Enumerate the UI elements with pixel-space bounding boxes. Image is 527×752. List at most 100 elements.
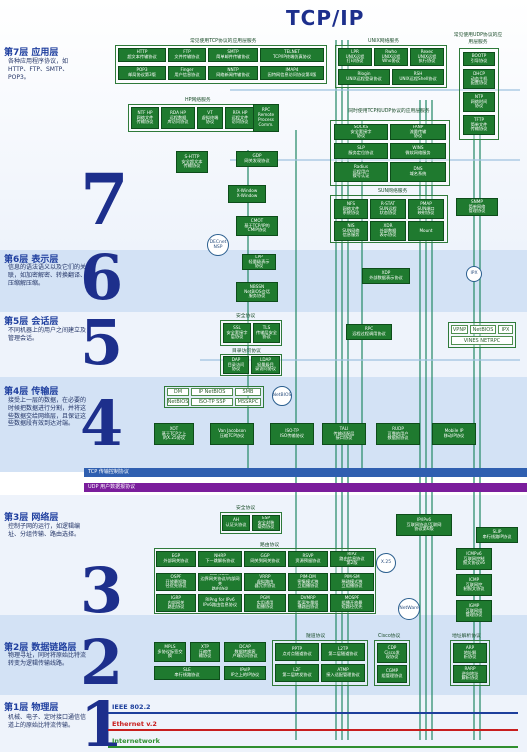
proto-vt[interactable]: VT 虚拟终端 协议 [197,107,223,129]
proto-nhrp[interactable]: NHRP 下一跳解析协议 [198,551,242,567]
proto-telnet[interactable]: TELNET TCP/IP终端仿真协议 [260,48,324,62]
proto-ldap[interactable]: LDAP 轻量级目 录访问协议 [251,356,280,374]
proto-ripng[interactable]: RIPng for IPv6 IPv6路由信息协议 [198,594,242,612]
proto-mospf[interactable]: MOSPF 组播开放最 短路径优先 [330,594,374,612]
proto-ipipv6[interactable]: IP/IPv6 互联网协议/互联网 协议第6版 [396,514,452,536]
proto-tftp[interactable]: TFTP 简单文件 传输协议 [463,115,495,135]
proto-xdp[interactable]: XDP 外部数据表示协议 [362,268,410,284]
circle-x25[interactable]: X.25 [376,553,396,573]
proto-rda[interactable]: RDA HP 远程数据 库访问协议 [161,107,195,129]
proto-rsh[interactable]: RSH UNIX远程Shell协议 [392,69,444,85]
proto-rstat[interactable]: R-STAT SUN远程 状态协议 [370,199,406,219]
proto-socks[interactable]: SOCKS 安全套接字 协议 [334,124,388,140]
proto-ntp[interactable]: NTP 网络时间 协议 [463,92,495,112]
proto-icmpv6[interactable]: ICMPv6 互联网控制 报文协议v6 [456,548,492,570]
proto-ggp[interactable]: GGP 网关到网关协议 [244,551,286,567]
proto-slip[interactable]: SLIP 串行线路IP协议 [476,527,518,543]
proto-vines-netrpc[interactable]: VINES NETRPC [451,336,513,345]
proto-pop3[interactable]: POP3 邮局协议第3版 [118,66,166,80]
proto-pimdm[interactable]: PIM-DM 密集模式独 立组播协议 [288,573,328,591]
proto-ssl[interactable]: SSL 安全套接字 层协议 [223,323,251,343]
proto-smb[interactable]: SMB [235,388,261,396]
proto-http[interactable]: HTTP 超文本传输协议 [118,48,166,62]
proto-ftp[interactable]: FTP 文件传输协议 [168,48,206,62]
proto-xdr-sun[interactable]: XDR 外部数据 表示协议 [370,221,406,241]
proto-pmap[interactable]: PMAP SUN端口 映射协议 [408,199,444,219]
proto-lpp[interactable]: LPP 轻量级表示 协议 [242,254,276,270]
proto-igrp[interactable]: IGRP 内部网关 路由协议 [156,594,196,612]
proto-mpls[interactable]: MPLS 多协议标签交换 [154,642,186,662]
proto-rwho[interactable]: Rwho UNIX远程 Who协议 [374,48,408,66]
proto-dvmrp[interactable]: DVMRP 距离矢量组 播路由协议 [288,594,328,612]
proto-ipnetbios[interactable]: IP NetBIOS [191,388,233,396]
proto-rsvp[interactable]: RSVP 资源预留协议 [288,551,328,567]
proto-rexec[interactable]: Rexec UNIX远程 执行协议 [410,48,444,66]
proto-ospf[interactable]: OSPF 开放最短路 径优先协议 [156,573,196,591]
proto-wins[interactable]: WINS 微软网络服务 [390,143,446,159]
circle-netbios4[interactable]: NetBIOS [272,386,292,406]
proto-icmp[interactable]: ICMP 互联网控 制报文协议 [456,574,492,596]
proto-gdp[interactable]: GDP 网关发现协议 [236,151,278,167]
proto-slp[interactable]: SLP 服务定位协议 [334,143,388,159]
proto-bigrp[interactable]: BGP/IGRP 边界网关协议/内部网关 路由协议 [198,573,242,591]
proto-pptp[interactable]: PPTP 点对点隧道协议 [275,643,319,661]
proto-snmp[interactable]: SNMP 简单网络 管理协议 [456,198,498,216]
proto-rarp[interactable]: RARP 逆向地址 解析协议 [453,665,487,683]
proto-vrrp[interactable]: VRRP 虚拟路由 器冗余协议 [244,573,286,591]
proto-cgmp[interactable]: CGMP 组管理协议 [377,665,407,683]
proto-nbssn[interactable]: NBSSN NetBIOS会话 服务协议 [236,282,278,302]
proto-lpr[interactable]: LPR UNIX远程 打印协议 [338,48,372,66]
proto-tali[interactable]: TALI 传输适配层 接口协议 [322,423,366,445]
proto-radius[interactable]: Radius 远程用户 拨号认证 [334,162,388,182]
proto-mssrpc[interactable]: MSSRPC [235,398,261,406]
proto-vanjac[interactable]: Van Jacobson 压缩TCP协议 [210,423,254,445]
proto-nfs[interactable]: NFS 网络文件 系统协议 [334,199,368,219]
proto-tls[interactable]: TLS 传输层安全 协议 [253,323,280,343]
proto-arp[interactable]: ARP 地址解 析协议 [453,643,487,663]
proto-pimsm[interactable]: PIM-SM 稀疏模式独 立组播协议 [330,573,374,591]
proto-shttp[interactable]: S-HTTP 安全超文本 传输协议 [176,151,208,173]
proto-smtp[interactable]: SMTP 简单邮件传输协议 [208,48,258,62]
proto-nis[interactable]: NIS SUN网络 信息服务 [334,221,368,241]
proto-cdp[interactable]: CDP Cisco发 现协议 [377,643,407,663]
proto-netbios[interactable]: NetBIOS [167,398,189,406]
proto-dhcp[interactable]: DHCP 动态主机 配置协议 [463,69,495,89]
proto-ipoip[interactable]: IPoIP IP之上的IP协议 [224,666,266,680]
proto-rpc-top[interactable]: RPC Remote Process Comm. [253,104,279,132]
proto-l2tp[interactable]: L2TP 第二层隧道协议 [321,643,365,661]
proto-cmot[interactable]: CMOT 基于TCP/IP的 CMIP协议 [236,216,278,236]
proto-l2f[interactable]: L2F 第二层转发协议 [275,664,319,682]
proto-vines-ipx[interactable]: IPX [498,325,513,334]
proto-pgm[interactable]: PGM 实用通用 组播协议 [244,594,286,612]
proto-ntf[interactable]: NTF HP 网络文件 传输协议 [131,107,159,129]
proto-bootp[interactable]: BOOTP 引导协议 [463,52,495,66]
proto-igmp[interactable]: IGMP 互联网组 管理协议 [456,600,492,622]
proto-xtp[interactable]: XTP 压缩传 输协议 [190,642,220,662]
circle-decnet[interactable]: DECnet NSP [207,234,229,256]
proto-rip2[interactable]: RIP2 路由信息协议 第2版 [330,551,374,567]
proto-rudp[interactable]: RUDP 可靠的用户 数据报协议 [376,423,420,445]
proto-mount[interactable]: Mount [408,221,444,241]
proto-dns[interactable]: DNS 域名系统 [390,162,446,182]
proto-mobileip[interactable]: Mobile IP 移动IP协议 [432,423,476,445]
proto-imap4[interactable]: IMAP4 因特网信息访问协议第4版 [260,66,324,80]
proto-xwindow[interactable]: X-Window X-Window [228,185,266,203]
circle-netware[interactable]: NetWare [398,598,420,620]
proto-xot[interactable]: XOT 基于TCP之上 的X.25协议 [154,423,194,445]
proto-egp[interactable]: EGP 外部网关协议 [156,551,196,567]
proto-ah[interactable]: AH 认证头协议 [222,515,250,531]
circle-ipx-app[interactable]: IPX [466,266,482,282]
proto-atmp[interactable]: ATMP 接入适配管理协议 [321,664,365,682]
proto-dm[interactable]: DM [167,388,189,396]
proto-isotpssp[interactable]: ISO-TP SSP [191,398,233,406]
proto-rpc-mid[interactable]: RPC 远程过程调用协议 [346,324,392,340]
proto-rlogin[interactable]: Rlogin UNIX远程登录协议 [338,69,390,85]
proto-isotp[interactable]: ISO-TP ISO传输协议 [270,423,314,445]
proto-dap[interactable]: DAP 目录访问 协议 [223,356,249,374]
proto-finger[interactable]: Finger 用户信息协议 [168,66,206,80]
proto-nntp[interactable]: NNTP 网络新闻传输协议 [208,66,258,80]
proto-fanp[interactable]: FANP 流量传输 协议 [390,124,446,140]
proto-esp[interactable]: ESP 安全封装 载荷协议 [252,515,280,531]
proto-dcap[interactable]: DCAP 数据转换客 户端访问协议 [224,642,266,662]
proto-vines-netbios[interactable]: NetBIOS [470,325,496,334]
